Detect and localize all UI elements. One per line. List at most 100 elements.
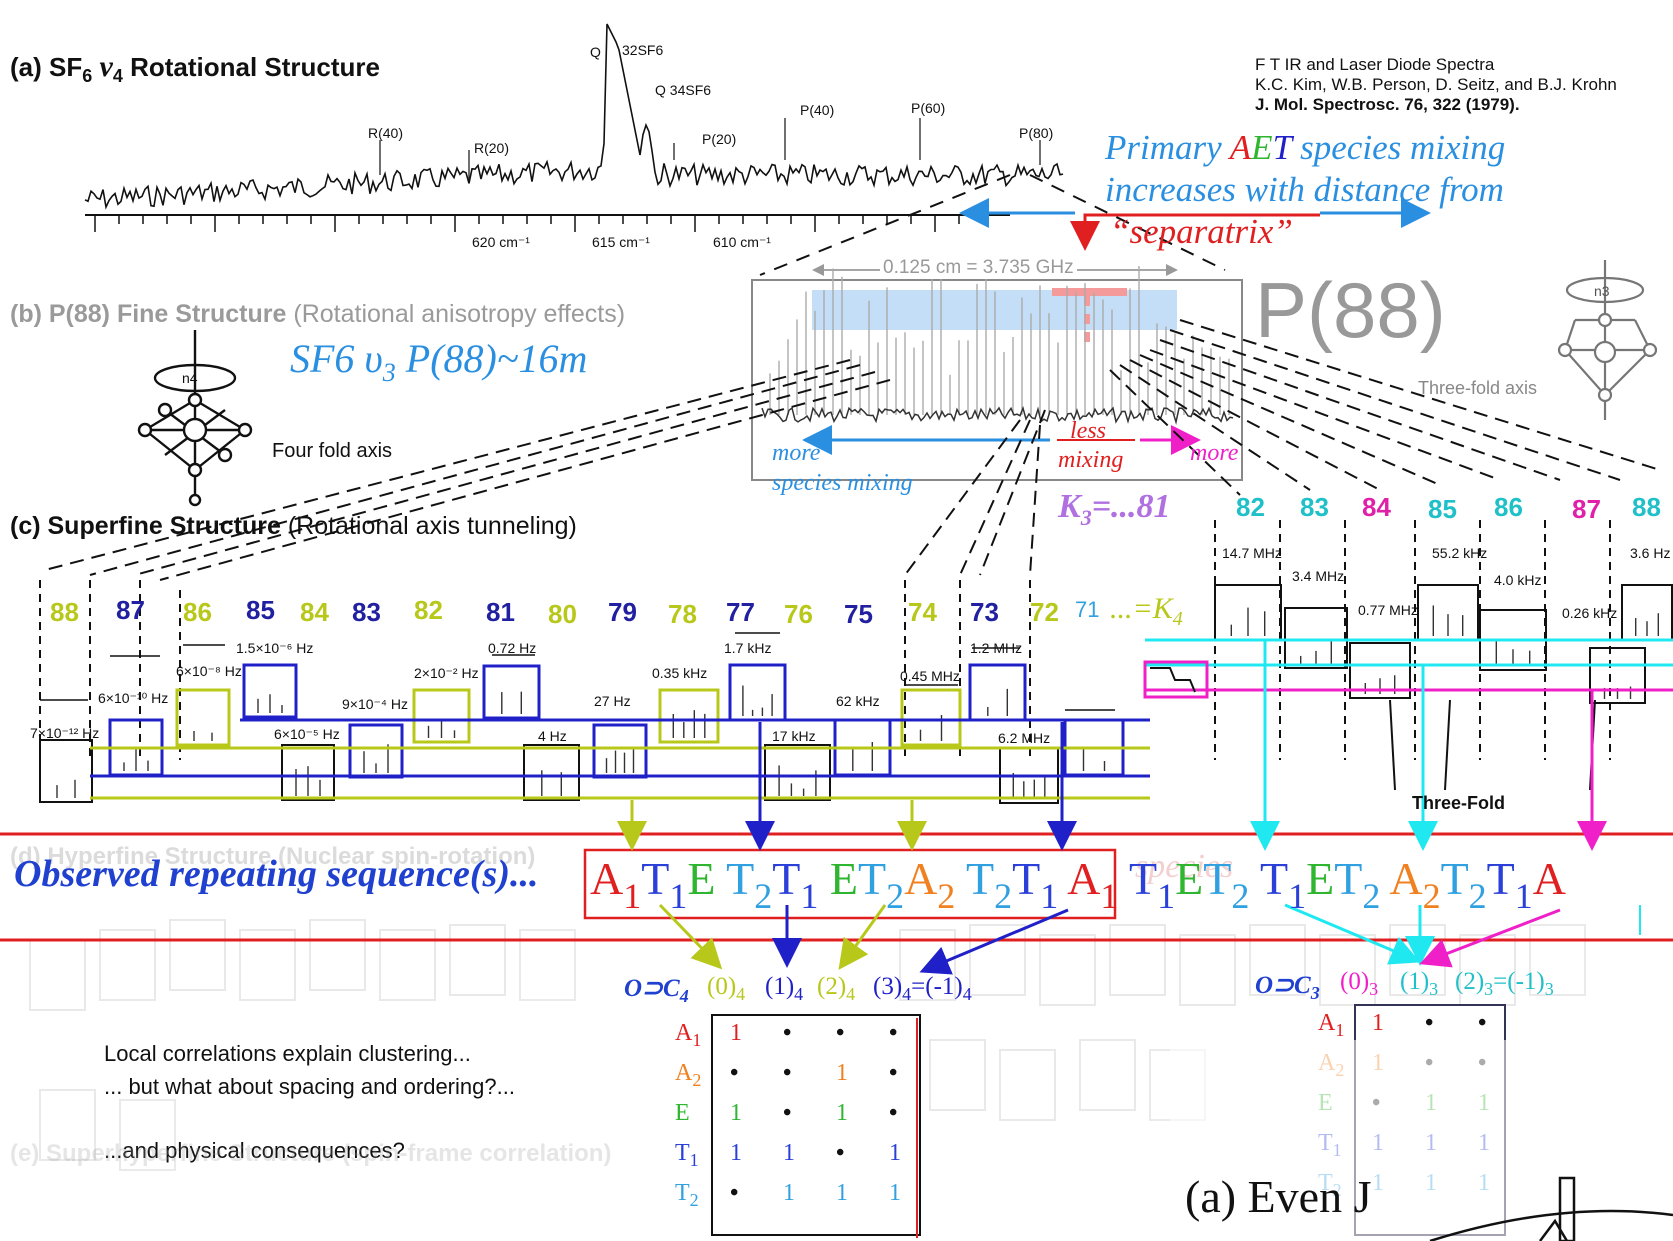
c4-row-label: T1	[675, 1140, 699, 1171]
c3-tail-sub: 3	[1545, 979, 1554, 999]
c3-cell: •	[1478, 1010, 1486, 1037]
c3-cell: •	[1425, 1010, 1433, 1037]
sequence-symbol-sub: 2	[1469, 876, 1487, 916]
p88-big-label: P(88)	[1255, 265, 1446, 356]
mixing-note-post: species mixing	[1291, 128, 1505, 167]
c3-cell: •	[1372, 1090, 1380, 1117]
c4-col-2-text: (2)	[817, 973, 846, 1000]
c4-col-2: (2)4	[817, 973, 855, 1005]
sequence-symbol-sub: 2	[994, 876, 1012, 916]
sequence-symbol: T	[1118, 853, 1157, 904]
observed-sequence: A1T1E T2T1 ET2A2 T2T1 A1 T1ET2 T1ET2 A2T…	[590, 852, 1566, 917]
sequence-symbol: T	[1487, 853, 1515, 904]
k4-value-84: 84	[300, 597, 329, 628]
peak-label-r20: R(20)	[474, 140, 509, 156]
panel-b-title-main: (b) P(88) Fine Structure	[10, 300, 286, 328]
c3-row-label: A1	[1318, 1010, 1344, 1041]
k4-value-71: 71	[1075, 597, 1099, 623]
k4-value-86: 86	[183, 597, 212, 628]
c3-cell: 1	[1478, 1170, 1490, 1197]
peak-label-p80: P(80)	[1019, 125, 1053, 141]
k3-label: K3=...81	[1058, 488, 1171, 531]
sf6-prefix: SF6 υ	[290, 336, 383, 381]
sequence-symbol: T	[715, 853, 754, 904]
citation-line-2: K.C. Kim, W.B. Person, D. Seitz, and B.J…	[1255, 75, 1617, 95]
c3-row-label: A2	[1318, 1050, 1344, 1081]
c4-row-label: A1	[675, 1020, 701, 1051]
c4-row-sub: 1	[692, 1030, 701, 1050]
peak-label-p60: P(60)	[911, 100, 945, 116]
sf6-tail: P(88)~16m	[396, 336, 588, 381]
sequence-symbol: E	[1306, 853, 1334, 904]
freq-label-16: 1.2 MHz	[970, 640, 1022, 656]
sequence-symbol: E	[1175, 853, 1203, 904]
c3-row-sub: 1	[1335, 1020, 1344, 1040]
c3-row-label: T1	[1318, 1130, 1342, 1161]
c4-cell: 1	[730, 1140, 742, 1167]
species-mixing-label: species mixing	[772, 470, 913, 497]
sequence-symbol-sub: 2	[886, 876, 904, 916]
panel-b-title-paren: (Rotational anisotropy effects)	[293, 300, 625, 328]
panel-e-faint-title: (e) Superhyperfine Structure (spin-frame…	[10, 1140, 611, 1168]
c3-cell: 1	[1372, 1130, 1384, 1157]
fine-width-label: 0.125 cm = 3.735 GHz	[880, 257, 1077, 279]
k4-tail-k: ...=K	[1110, 592, 1173, 625]
k3-value-85: 85	[1428, 494, 1457, 525]
freq-label-22: 4.0 kHz	[1494, 572, 1541, 588]
sequence-symbol-sub: 2	[1362, 876, 1380, 916]
freq-label-8: 0.72 Hz	[488, 640, 536, 656]
freq-label-11: 0.35 kHz	[652, 665, 707, 681]
peak-label-p20: P(20)	[702, 131, 736, 147]
sequence-symbol: T	[858, 853, 886, 904]
fine-structure-plot	[752, 266, 1242, 480]
k4-value-81: 81	[486, 597, 515, 628]
sequence-symbol: T	[1203, 853, 1231, 904]
mixing-note-line2: increases with distance from	[1105, 170, 1504, 210]
sequence-symbol: T	[1441, 853, 1469, 904]
k4-value-87: 87	[116, 595, 145, 626]
k4-value-85: 85	[246, 595, 275, 626]
c3-row-sub: 1	[1333, 1140, 1342, 1160]
mixing-note-e: E	[1251, 128, 1272, 167]
c3-row-name: T	[1318, 1130, 1333, 1156]
c4-cell: •	[836, 1020, 844, 1047]
freq-label-24: 3.6 Hz	[1630, 545, 1670, 561]
sequence-symbol-sub: 1	[1288, 876, 1306, 916]
separatrix-label: “separatrix”	[1110, 212, 1293, 252]
citation: F T IR and Laser Diode Spectra K.C. Kim,…	[1255, 55, 1617, 115]
sequence-symbol: T	[955, 853, 994, 904]
sequence-symbol-sub: 1	[800, 876, 818, 916]
k3-tail: =...81	[1092, 488, 1171, 525]
c4-cell: 1	[889, 1180, 901, 1207]
panel-a-title-nu-sub: 4	[113, 66, 123, 86]
panel-a-title-nu: ν	[99, 50, 112, 83]
c3-col-2-text: (2)	[1455, 968, 1484, 995]
c4-sub: 4	[680, 986, 689, 1006]
c4-cell: 1	[730, 1100, 742, 1127]
k4-value-88: 88	[50, 597, 79, 628]
four-fold-label: Four fold axis	[272, 440, 392, 463]
c4-cell: •	[889, 1060, 897, 1087]
c4-row-sub: 2	[692, 1070, 701, 1090]
c4-col-1-text: (1)	[765, 973, 794, 1000]
sequence-symbol-sub: 2	[1423, 876, 1441, 916]
k4-value-77: 77	[726, 597, 755, 628]
c4-row-name: E	[675, 1100, 690, 1126]
c4-row-label: A2	[675, 1060, 701, 1091]
sequence-symbol-sub: 1	[1040, 876, 1058, 916]
sf6-sub: 3	[383, 358, 396, 387]
mixing-note-pre: Primary	[1105, 128, 1230, 167]
sequence-symbol: A	[1380, 853, 1422, 904]
c4-cell: 1	[889, 1140, 901, 1167]
c3-col-2-sub: 3	[1484, 979, 1493, 999]
c4-row-sub: 2	[690, 1190, 699, 1210]
c4-cell: •	[783, 1060, 791, 1087]
sequence-symbol: E	[818, 853, 858, 904]
c4-row-name: T	[675, 1140, 690, 1166]
c3-cell: 1	[1372, 1010, 1384, 1037]
freq-label-15: 0.45 MHz	[900, 668, 960, 684]
k4-tail: ...=K4	[1110, 592, 1183, 631]
c4-col-3-sub: 4	[902, 984, 911, 1004]
freq-label-17: 6.2 MHz	[998, 730, 1050, 746]
observed-sequence-label: Observed repeating sequence(s)...	[14, 852, 539, 896]
